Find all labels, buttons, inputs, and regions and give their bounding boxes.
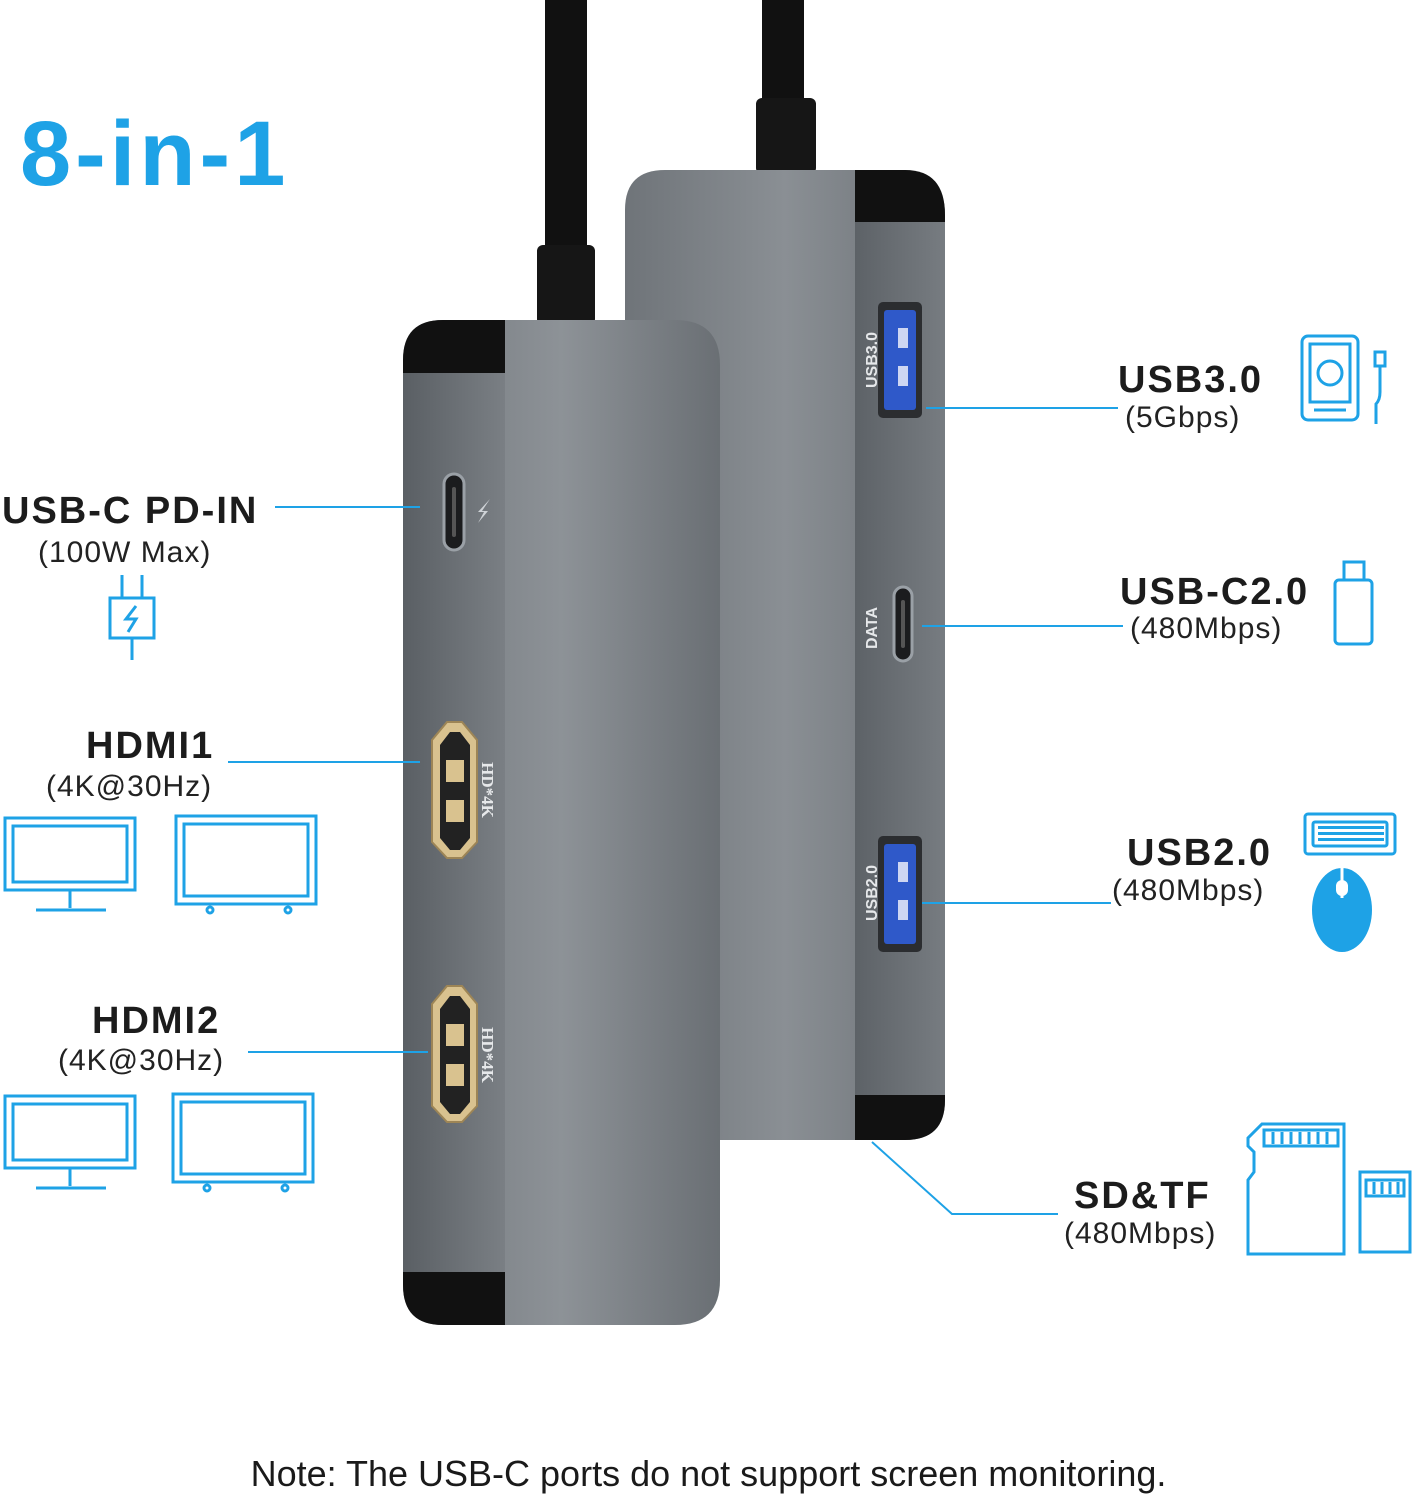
hdmi1-spec: (4K@30Hz) [46, 770, 213, 803]
hdmi2-label: HDMI2 [92, 1000, 221, 1042]
external-drive-icon [1300, 334, 1387, 424]
footnote: Note: The USB-C ports do not support scr… [250, 1453, 1167, 1494]
usb20-spec: (480Mbps) [1112, 874, 1265, 907]
usb20-port [878, 836, 922, 952]
usb30-port [878, 302, 922, 418]
marking-hdmi1: HD*4K [478, 762, 497, 819]
sd-card-icon [1246, 1122, 1346, 1256]
monitor-icon-hdmi2 [3, 1094, 137, 1190]
power-plug-icon [108, 575, 156, 660]
mouse-icon [1312, 868, 1372, 952]
leader-lines [228, 407, 1123, 1215]
usb-flash-drive-icon [1333, 560, 1374, 646]
hdmi2-spec: (4K@30Hz) [58, 1044, 225, 1077]
usb-c-pd-spec: (100W Max) [38, 536, 212, 569]
usb30-label: USB3.0 [1118, 359, 1264, 401]
marking-usb20: USB2.0 [864, 865, 881, 921]
hdmi1-port [431, 721, 478, 859]
tv-icon-hdmi1 [174, 814, 318, 915]
usb-c20-spec: (480Mbps) [1130, 612, 1283, 645]
tv-icon-hdmi2 [171, 1092, 315, 1193]
usb-c20-label: USB-C2.0 [1120, 571, 1310, 613]
sdtf-label: SD&TF [1074, 1175, 1211, 1217]
marking-usb30: USB3.0 [864, 332, 881, 388]
micro-sd-card-icon [1358, 1170, 1412, 1254]
cable-front [537, 0, 595, 325]
keyboard-icon [1303, 812, 1397, 856]
usb30-spec: (5Gbps) [1125, 401, 1241, 434]
usb20-label: USB2.0 [1127, 832, 1273, 874]
page-title: 8-in-1 [20, 103, 290, 205]
usbc-pd-port [442, 472, 466, 552]
keyboard-keys [1318, 826, 1384, 841]
marking-data: DATA [864, 607, 881, 650]
hub-front [403, 320, 720, 1325]
lightning-icon [478, 499, 490, 523]
hdmi2-port [431, 985, 478, 1123]
marking-hdmi2: HD*4K [478, 1027, 497, 1084]
sdtf-spec: (480Mbps) [1064, 1217, 1217, 1250]
usbc20-port [892, 585, 914, 663]
monitor-icon-hdmi1 [3, 816, 137, 912]
usb-c-pd-label: USB-C PD-IN [2, 490, 259, 532]
hdmi1-label: HDMI1 [86, 725, 215, 767]
cable-back [756, 0, 816, 174]
